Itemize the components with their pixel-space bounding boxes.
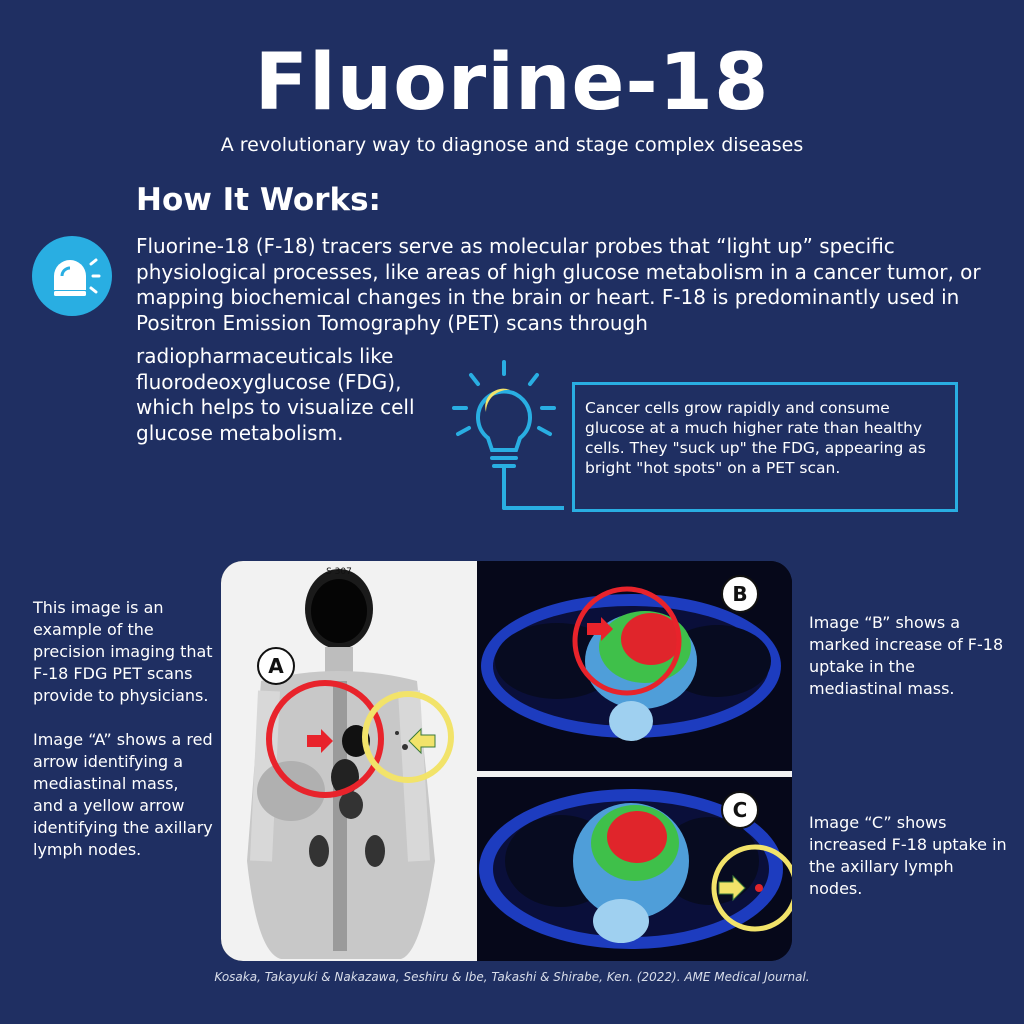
intro-paragraph-continued: radiopharmaceuticals like fluorodeoxyglu… [136,344,415,445]
panel-c-image [477,777,792,961]
panel-c-label: C [721,791,759,829]
left-caption-intro: This image is an example of the precisio… [33,598,213,705]
right-caption-image-b: Image “B” shows a marked increase of F-1… [809,613,1004,698]
left-caption: This image is an example of the precisio… [33,597,213,861]
callout-box: Cancer cells grow rapidly and consume gl… [572,382,958,512]
panel-b-image [477,561,792,771]
panel-b-label: B [721,575,759,613]
page-subtitle: A revolutionary way to diagnose and stag… [220,134,804,156]
page-title: Fluorine-18 [254,38,770,128]
scan-marker: S 307 [326,567,352,577]
section-heading: How It Works: [136,182,381,218]
panel-a-label: A [257,647,295,685]
left-caption-image-a: Image “A” shows a red arrow identifying … [33,730,213,859]
lightbulb-icon [444,358,576,518]
pet-scan-figure: S 307 A B C [221,561,792,961]
lamp-icon [32,236,112,316]
right-caption-image-c: Image “C” shows increased F-18 uptake in… [809,813,1007,898]
panel-a-image [221,561,477,961]
intro-paragraph: Fluorine-18 (F-18) tracers serve as mole… [136,234,981,335]
citation: Kosaka, Takayuki & Nakazawa, Seshiru & I… [214,970,810,984]
